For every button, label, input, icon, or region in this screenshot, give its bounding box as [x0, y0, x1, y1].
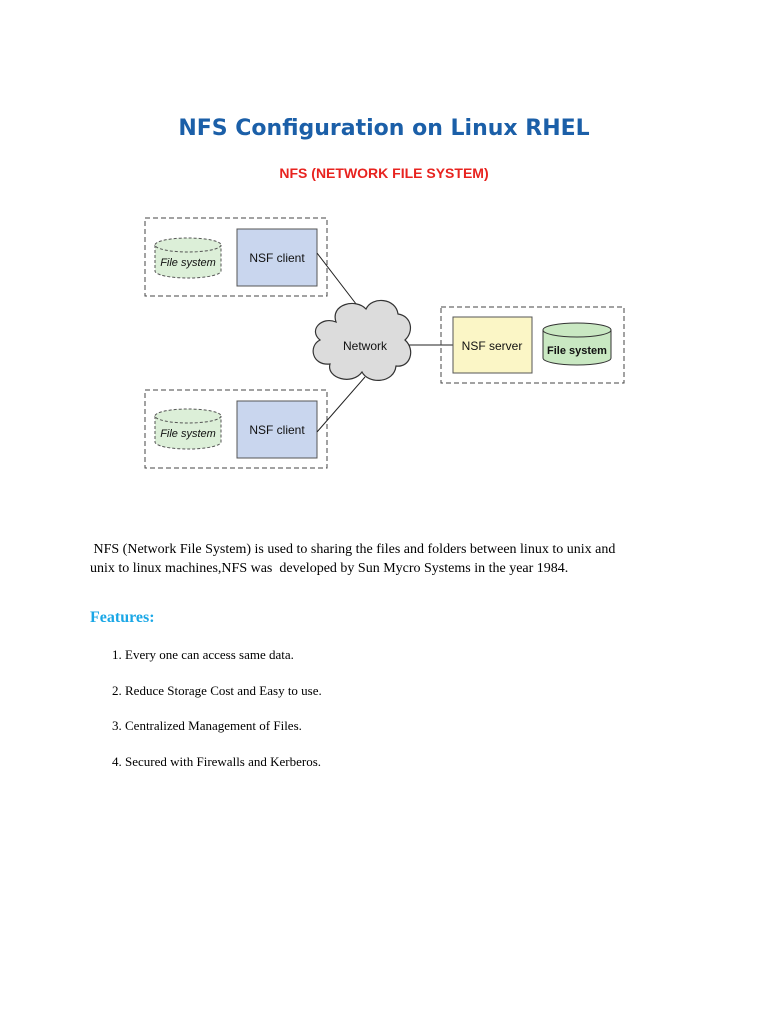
feature-item: 4. Secured with Firewalls and Kerberos. [112, 753, 322, 769]
nsf-server-label: NSF server [462, 339, 523, 353]
client-group-top-border [144, 217, 328, 297]
page-subtitle: NFS (NETWORK FILE SYSTEM) [279, 165, 489, 181]
filesystem-bottom-label: File system [160, 428, 216, 440]
filesystem-top-label: File system [160, 257, 216, 269]
nsf-client-top-label: NSF client [249, 251, 305, 265]
intro-line-1: NFS (Network File System) is used to sha… [90, 542, 616, 557]
feature-item: 3. Centralized Management of Files. [112, 718, 302, 733]
intro-paragraph: NFS (Network File System) is used to sha… [90, 540, 690, 578]
server-group-border [440, 306, 625, 384]
link-client-top-network [316, 252, 364, 314]
features-list: 1. Every one can access same data. 2. Re… [112, 647, 322, 789]
nsf-client-top-box [236, 228, 318, 287]
link-client-bottom-network [316, 376, 366, 433]
network-label: Network [343, 339, 388, 353]
nsf-client-bottom-box [236, 400, 318, 459]
client-group-bottom-border [144, 389, 328, 469]
filesystem-bottom-icon [154, 408, 222, 450]
page-title: NFS Configuration on Linux RHEL [178, 116, 590, 141]
filesystem-top-icon [154, 237, 222, 279]
filesystem-server-icon [542, 322, 612, 366]
feature-item: 2. Reduce Storage Cost and Easy to use. [112, 682, 322, 698]
features-heading: Features: [90, 609, 155, 626]
nsf-server-box [452, 316, 533, 374]
intro-line-2: unix to linux machines,NFS was developed… [90, 561, 569, 576]
feature-item: 1. Every one can access same data. [112, 647, 294, 662]
nsf-client-bottom-label: NSF client [249, 423, 305, 437]
network-cloud-icon [312, 300, 412, 381]
filesystem-server-label: File system [547, 345, 607, 357]
